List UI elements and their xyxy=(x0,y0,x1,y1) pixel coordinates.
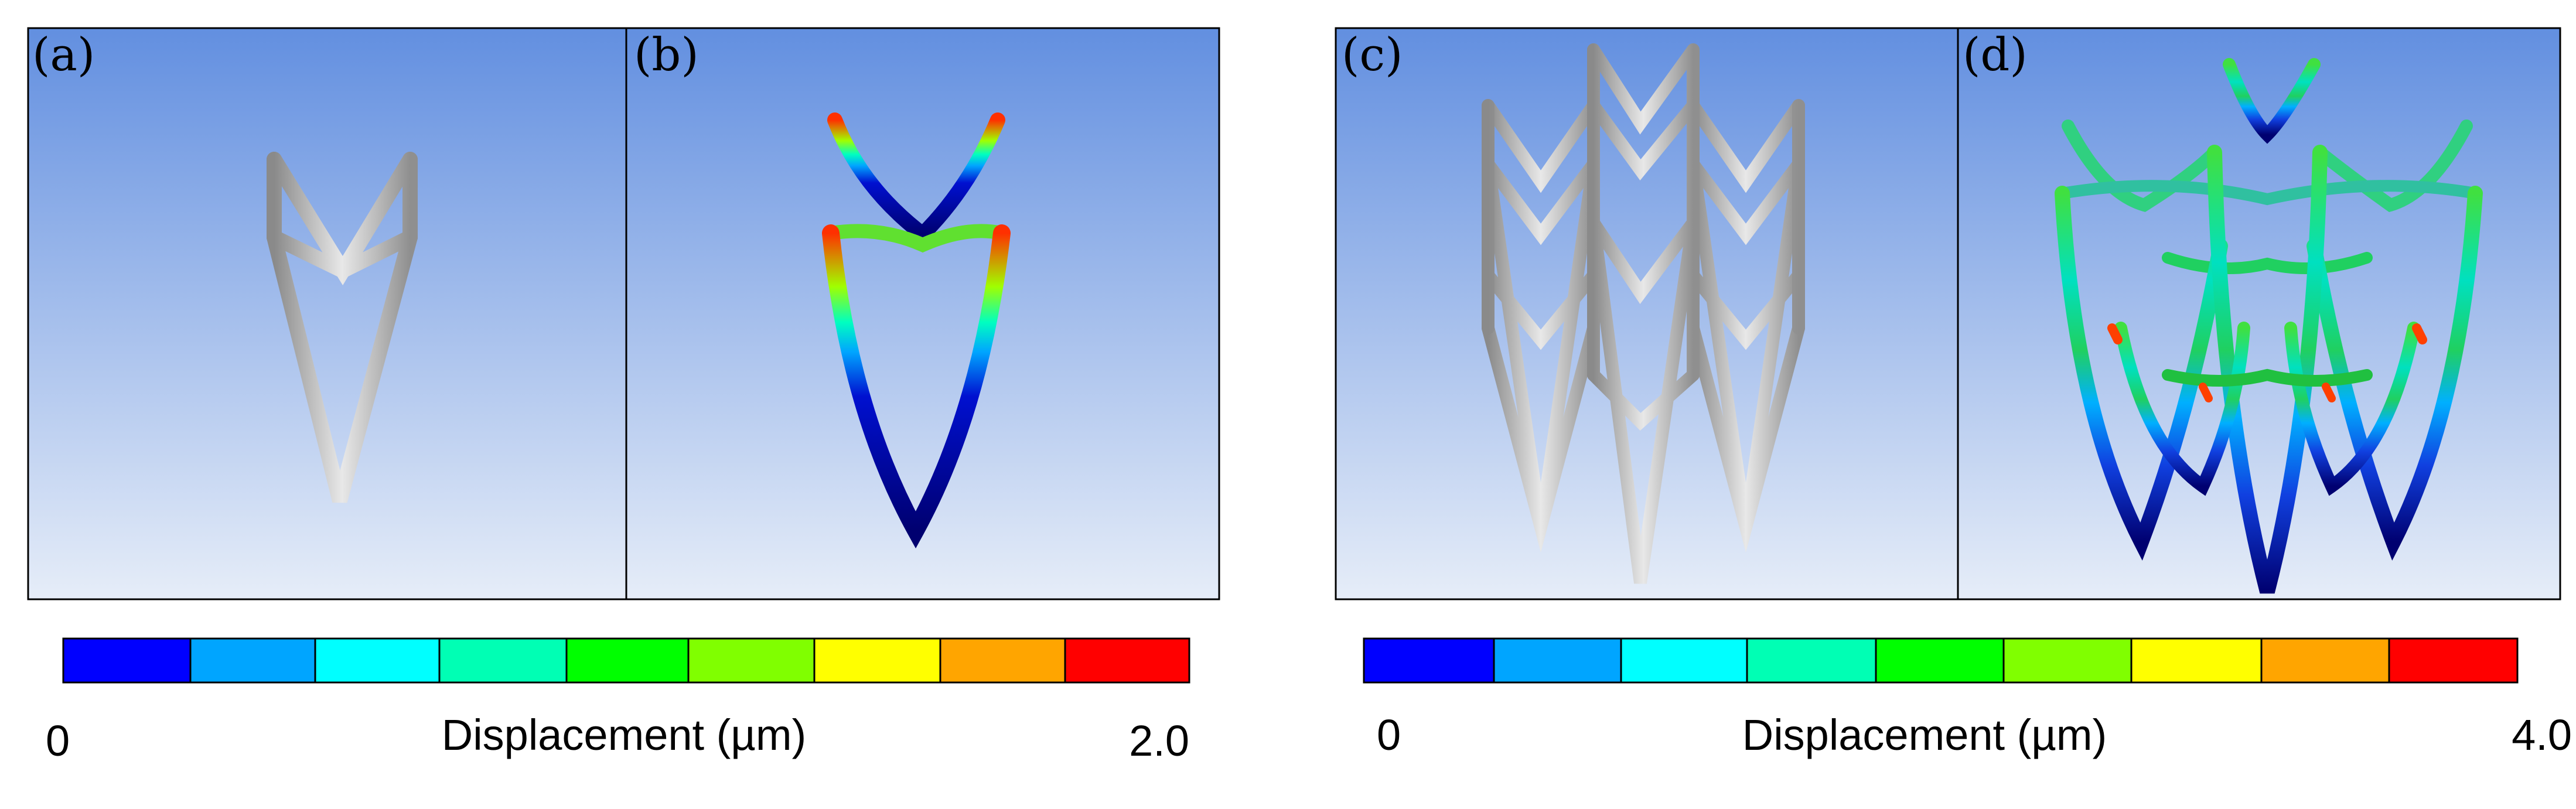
colorbar-left-title: Displacement (µm) xyxy=(442,711,806,759)
colorbar-right-seg-2 xyxy=(1621,639,1747,682)
panel-d-label: (d) xyxy=(1963,29,2028,81)
right-figure-group: (c) (d) xyxy=(1335,27,2561,600)
undeformed-unit-cell xyxy=(267,152,418,503)
colorbar-left-seg-2 xyxy=(315,639,439,682)
colorbar-right-seg-4 xyxy=(1876,639,2004,682)
colorbar-right-seg-7 xyxy=(2261,639,2389,682)
panel-cd-frame xyxy=(1335,27,2561,600)
colorbar-left-max: 2.0 xyxy=(1129,716,1189,765)
colorbar-left-seg-8 xyxy=(1065,639,1189,682)
colorbar-right-seg-1 xyxy=(1494,639,1621,682)
colorbar-left-seg-7 xyxy=(940,639,1065,682)
colorbar-left-seg-0 xyxy=(63,639,190,682)
colorbar-left-seg-6 xyxy=(814,639,940,682)
colorbar-left-seg-1 xyxy=(190,639,315,682)
colorbar-right-seg-8 xyxy=(2389,639,2517,682)
colorbar-left: 0 Displacement (µm) 2.0 xyxy=(46,637,1190,765)
colorbar-left-seg-4 xyxy=(567,639,688,682)
colorbar-right-seg-3 xyxy=(1747,639,1876,682)
panel-ab-frame xyxy=(27,27,1220,600)
colorbar-right: 0 Displacement (µm) 4.0 xyxy=(1363,637,2572,759)
colorbar-left-seg-5 xyxy=(688,639,814,682)
colorbar-right-title: Displacement (µm) xyxy=(1742,711,2107,759)
deformed-lattice xyxy=(2055,58,2483,594)
colorbar-right-seg-5 xyxy=(2004,639,2131,682)
deformed-unit-cell xyxy=(822,112,1011,549)
colorbar-right-min: 0 xyxy=(1377,711,1401,759)
panel-a-label: (a) xyxy=(32,29,95,81)
colorbar-right-seg-6 xyxy=(2131,639,2261,682)
colorbar-right-max: 4.0 xyxy=(2512,711,2572,759)
panel-b-label: (b) xyxy=(634,29,699,81)
left-figure-group: (a) (b) xyxy=(27,27,1220,600)
panel-c-label: (c) xyxy=(1342,29,1403,81)
panel-a-background xyxy=(28,28,626,599)
colorbar-left-min: 0 xyxy=(46,716,70,765)
undeformed-lattice xyxy=(1482,43,1805,584)
colorbar-right-seg-0 xyxy=(1364,639,1494,682)
colorbar-left-seg-3 xyxy=(439,639,567,682)
